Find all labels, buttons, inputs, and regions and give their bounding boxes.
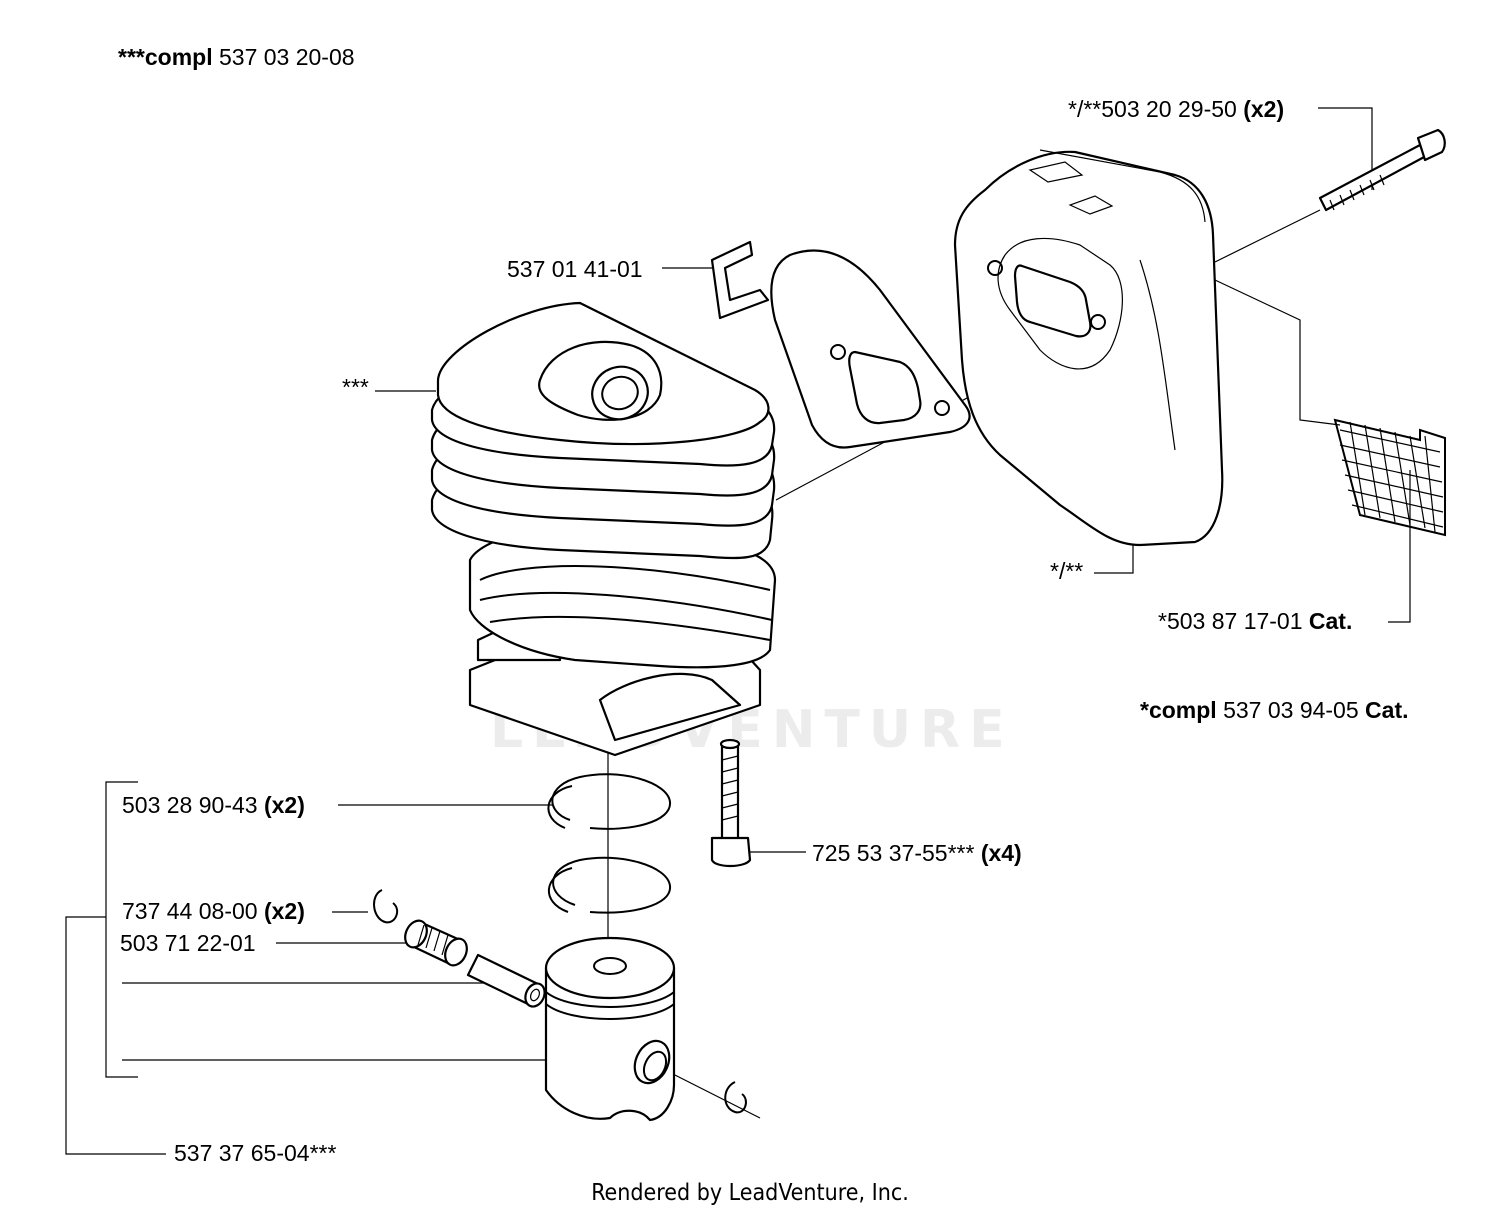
spark-screen-label: *503 87 17-01 Cat. <box>1158 608 1352 634</box>
part-number: 537 37 65-04*** <box>174 1140 337 1166</box>
heat-shield-bracket <box>710 240 971 449</box>
bracket-label: 537 01 41-01 <box>507 256 643 282</box>
cylinder <box>430 301 777 757</box>
spark-arrestor-screen <box>1333 418 1446 537</box>
needle-bearing-label: 503 71 22-01 <box>120 930 256 956</box>
part-qty: (x2) <box>1243 96 1285 122</box>
part-number: 737 44 08-00 <box>122 898 258 924</box>
part-number: *503 87 17-01 <box>1158 608 1303 634</box>
footer-credit: Rendered by LeadVenture, Inc. <box>591 1180 909 1206</box>
part-number: 725 53 37-55*** <box>812 840 975 866</box>
piston-ring-label: 503 28 90-43 (x2) <box>122 792 305 818</box>
screw-label: */**503 20 29-50 (x2) <box>1068 96 1284 122</box>
part-suffix: Cat. <box>1308 608 1353 634</box>
assembly-prefix: *compl <box>1140 697 1217 723</box>
piston <box>544 936 676 1122</box>
part-number: */** <box>1050 558 1084 584</box>
circlips <box>373 889 747 1114</box>
assembly-number: 537 03 20-08 <box>218 44 355 70</box>
assembly-suffix: Cat. <box>1365 697 1409 723</box>
cylinder-assembly-label: ***compl 537 03 20-08 <box>118 44 355 70</box>
cylinder-bolt-label: 725 53 37-55*** (x4) <box>812 840 1022 866</box>
part-number: 537 01 41-01 <box>507 256 643 282</box>
circlip-label: 737 44 08-00 (x2) <box>122 898 305 924</box>
muffler-mark-label: */** <box>1050 558 1083 584</box>
muffler <box>953 149 1224 547</box>
part-qty: (x2) <box>263 792 305 818</box>
part-number: *** <box>342 374 369 400</box>
needle-bearing <box>404 919 468 967</box>
assembly-number: 537 03 94-05 <box>1223 697 1359 723</box>
part-qty: (x2) <box>263 898 305 924</box>
muffler-assembly-label: *compl 537 03 94-05 Cat. <box>1140 697 1409 723</box>
cylinder-mark-label: *** <box>342 374 369 400</box>
piston-kit-label: 537 37 65-04*** <box>174 1140 336 1166</box>
part-number: 503 28 90-43 <box>122 792 258 818</box>
piston-pin <box>466 953 546 1008</box>
muffler-screw <box>1318 128 1446 212</box>
piston-rings <box>547 773 672 914</box>
part-number: 503 71 22-01 <box>120 930 256 956</box>
cylinder-bolt <box>710 738 752 868</box>
assembly-prefix: ***compl <box>118 44 213 70</box>
part-qty: (x4) <box>980 840 1022 866</box>
part-number: */**503 20 29-50 <box>1068 96 1237 122</box>
